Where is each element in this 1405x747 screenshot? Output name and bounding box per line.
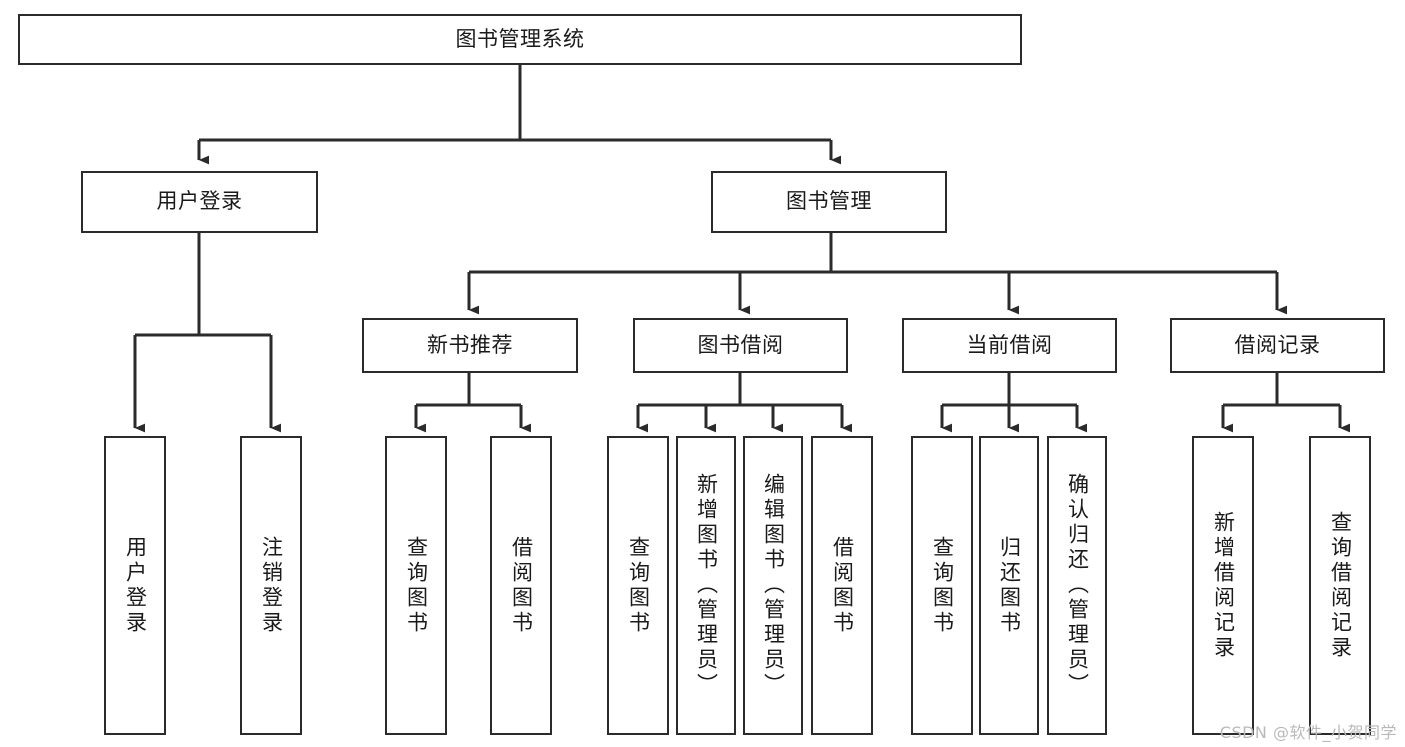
node-leaf-query-book-2-label: 查询图书 xyxy=(626,535,651,636)
node-leaf-confirm-return[interactable]: 确认归还（管理员） xyxy=(1047,436,1107,735)
node-leaf-query-record[interactable]: 查询借阅记录 xyxy=(1309,436,1371,735)
node-leaf-add-record[interactable]: 新增借阅记录 xyxy=(1192,436,1254,735)
node-root[interactable]: 图书管理系统 xyxy=(18,14,1022,65)
node-root-label: 图书管理系统 xyxy=(455,26,585,51)
node-leaf-borrow-book-1[interactable]: 借阅图书 xyxy=(490,436,552,735)
node-leaf-query-record-label: 查询借阅记录 xyxy=(1328,510,1353,661)
node-leaf-borrow-book-2-label: 借阅图书 xyxy=(830,535,855,636)
node-current-borrow-label: 当前借阅 xyxy=(966,332,1053,357)
node-new-book-rec[interactable]: 新书推荐 xyxy=(362,318,578,373)
node-leaf-query-book-3-label: 查询图书 xyxy=(930,535,955,636)
node-leaf-user-login-label: 用户登录 xyxy=(123,535,148,636)
node-leaf-borrow-book-1-label: 借阅图书 xyxy=(509,535,534,636)
node-user-login-label: 用户登录 xyxy=(156,189,243,214)
node-leaf-edit-book[interactable]: 编辑图书（管理员） xyxy=(743,436,803,735)
node-borrow-record-label: 借阅记录 xyxy=(1234,332,1321,357)
node-book-borrow[interactable]: 图书借阅 xyxy=(633,318,848,373)
node-book-manage-label: 图书管理 xyxy=(786,189,872,214)
node-leaf-return-book-label: 归还图书 xyxy=(997,535,1022,636)
node-leaf-query-book-2[interactable]: 查询图书 xyxy=(607,436,669,735)
node-leaf-borrow-book-2[interactable]: 借阅图书 xyxy=(811,436,873,735)
node-current-borrow[interactable]: 当前借阅 xyxy=(902,318,1117,373)
node-leaf-query-book-1-label: 查询图书 xyxy=(404,535,429,636)
node-leaf-user-login[interactable]: 用户登录 xyxy=(104,436,166,735)
node-leaf-logout[interactable]: 注销登录 xyxy=(240,436,302,735)
node-leaf-add-book-label: 新增图书（管理员） xyxy=(694,473,719,698)
node-user-login[interactable]: 用户登录 xyxy=(81,171,318,233)
node-borrow-record[interactable]: 借阅记录 xyxy=(1170,318,1385,373)
node-book-manage[interactable]: 图书管理 xyxy=(711,171,947,233)
node-leaf-edit-book-label: 编辑图书（管理员） xyxy=(761,473,786,698)
node-book-borrow-label: 图书借阅 xyxy=(697,332,784,357)
node-leaf-return-book[interactable]: 归还图书 xyxy=(979,436,1039,735)
node-leaf-logout-label: 注销登录 xyxy=(259,535,284,636)
node-leaf-add-record-label: 新增借阅记录 xyxy=(1211,510,1236,661)
node-leaf-query-book-1[interactable]: 查询图书 xyxy=(385,436,447,735)
node-leaf-query-book-3[interactable]: 查询图书 xyxy=(911,436,973,735)
node-leaf-confirm-return-label: 确认归还（管理员） xyxy=(1065,473,1090,698)
node-new-book-rec-label: 新书推荐 xyxy=(427,332,513,357)
node-leaf-add-book[interactable]: 新增图书（管理员） xyxy=(676,436,736,735)
